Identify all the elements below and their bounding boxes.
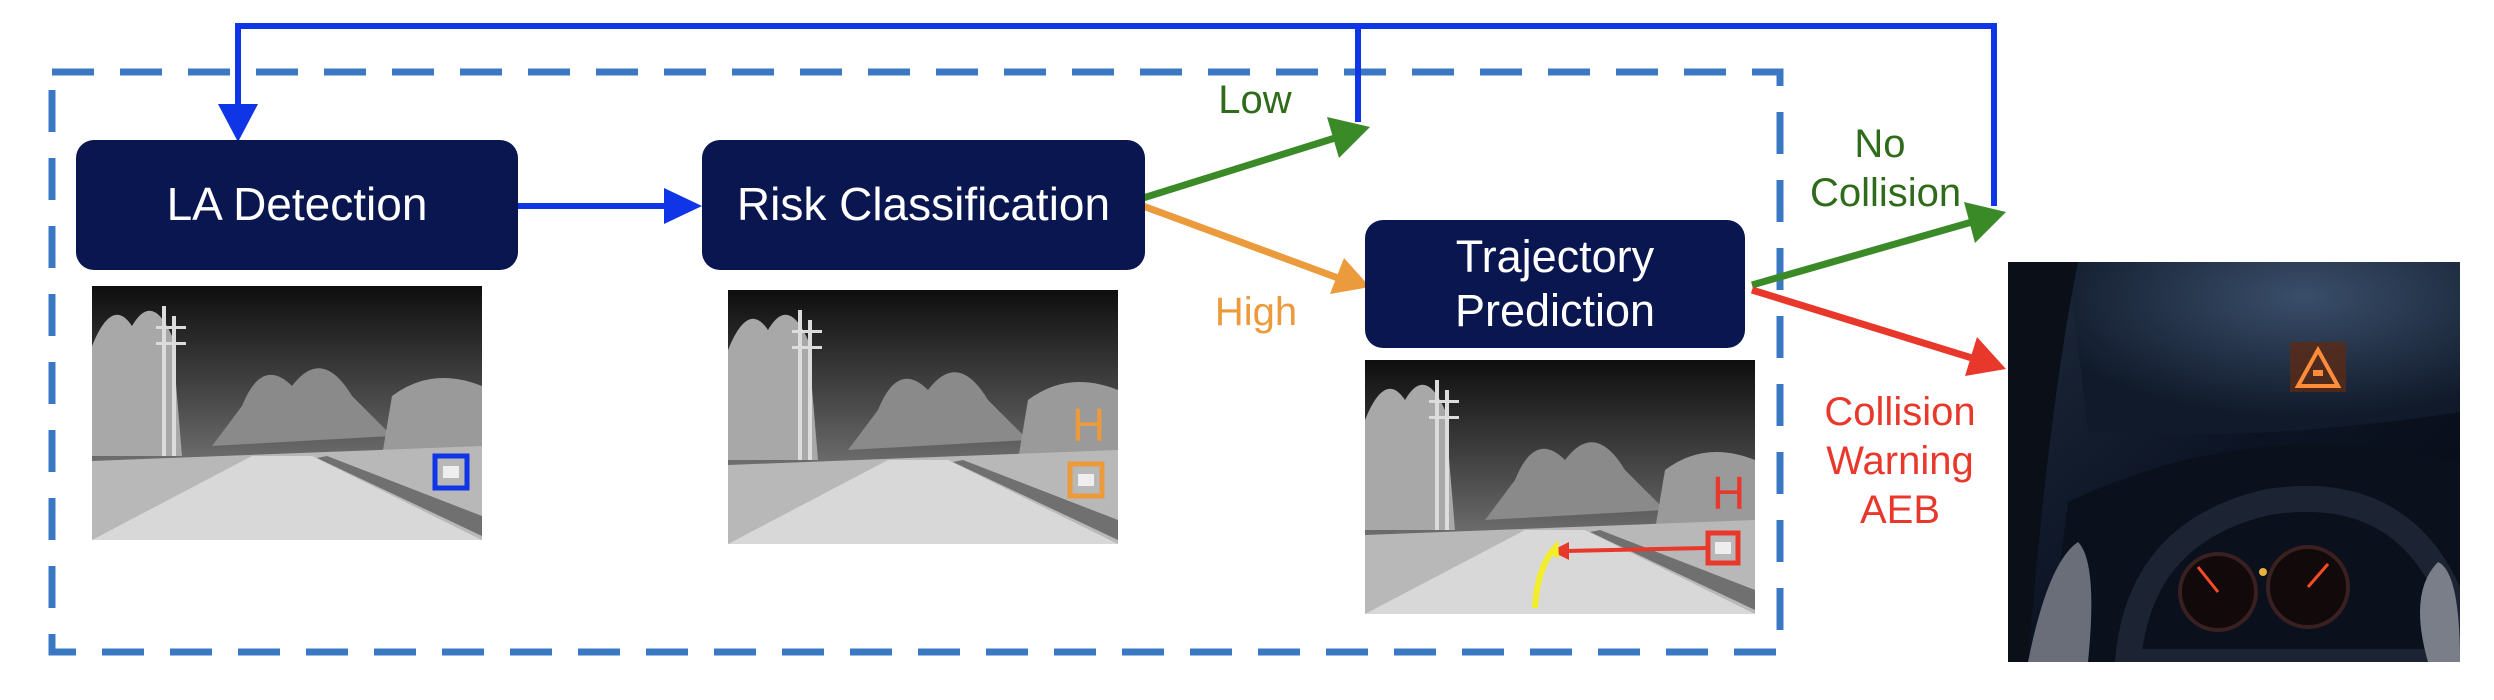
dashboard-image xyxy=(2008,262,2460,662)
thermal-road-scene-image xyxy=(728,290,1118,544)
arrow-collision xyxy=(1750,286,1974,362)
branch-label-no-collision: No Collision xyxy=(1810,122,1962,215)
arrow-no-collision xyxy=(1751,218,1973,289)
node-la-detection-label: LA Detection xyxy=(166,178,428,231)
arrow-low-head xyxy=(1327,117,1370,158)
arrow-no-collision-head xyxy=(1964,202,2006,243)
thermal-road-scene-image xyxy=(92,286,482,540)
arrow-detect-to-risk-head xyxy=(664,188,702,224)
car-dashboard-warning-image xyxy=(2008,262,2460,662)
arrow-low xyxy=(1141,134,1337,202)
node-risk-classification: Risk Classification xyxy=(702,140,1145,270)
trajectory-arrow xyxy=(1564,546,1708,553)
arrow-high-head xyxy=(1330,258,1370,294)
loop-arrowhead-down xyxy=(218,104,258,142)
thermal-image-detection xyxy=(92,286,482,540)
thermal-image-trajectory xyxy=(1365,360,1755,614)
thermal-image-classification xyxy=(728,290,1118,544)
arrow-high xyxy=(1141,202,1340,282)
risk-mark-high: H xyxy=(1712,467,1746,519)
node-la-detection: LA Detection xyxy=(76,140,518,270)
branch-label-collision: Collision Warning AEB xyxy=(1824,390,1976,532)
thermal-road-scene-image xyxy=(1365,360,1755,614)
loop-line-outer xyxy=(235,23,1997,206)
branch-label-high: High xyxy=(1214,290,1298,334)
animal-warning-triangle-icon xyxy=(2294,345,2342,388)
arrow-collision-head xyxy=(1965,337,2006,376)
system-frame xyxy=(48,68,1784,656)
node-risk-classification-label: Risk Classification xyxy=(736,178,1111,231)
risk-mark-high: H xyxy=(1072,399,1106,451)
node-trajectory-prediction: Trajectory Prediction xyxy=(1365,220,1745,348)
node-trajectory-prediction-label: Trajectory Prediction xyxy=(1454,231,1656,336)
branch-label-low: Low xyxy=(1218,78,1292,122)
